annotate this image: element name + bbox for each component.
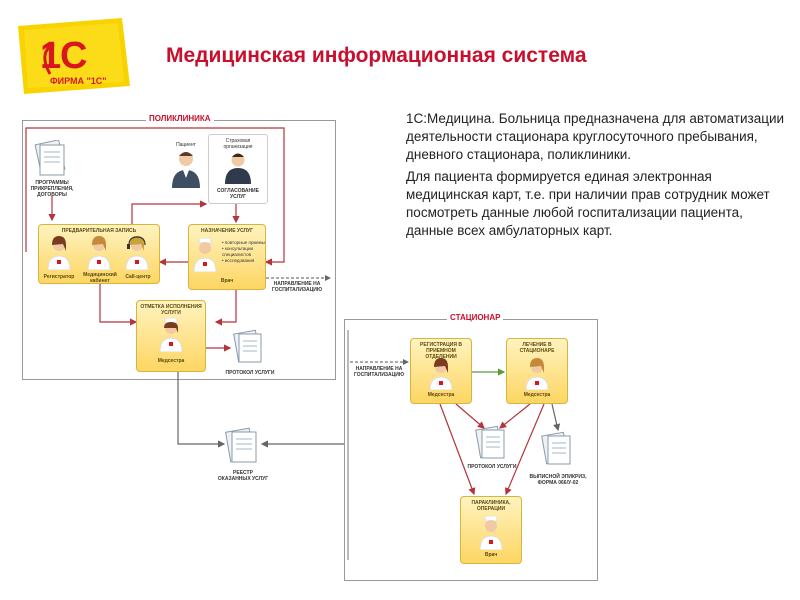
paraclinic-title: ПАРАКЛИНИКА, ОПЕРАЦИИ <box>471 500 511 512</box>
insurance-agent-icon <box>222 152 254 189</box>
assignment-title: НАЗНАЧЕНИЕ УСЛУГ <box>200 228 254 234</box>
admission-title: РЕГИСТРАЦИЯ В ПРИЕМНОМ ОТДЕЛЕНИИ <box>420 342 462 360</box>
paraclinic-doctor-icon <box>478 515 504 555</box>
completion-box: ОТМЕТКА ИСПОЛНЕНИЯ УСЛУГИ <box>136 300 206 372</box>
assignment-item: исследования <box>222 258 266 264</box>
description-paragraph-1: 1С:Медицина. Больница предназначена для … <box>406 111 785 162</box>
svg-text:ФИРМА "1С": ФИРМА "1С" <box>50 76 107 86</box>
polyclinic-protocol-label: ПРОТОКОЛ УСЛУГИ <box>225 370 275 376</box>
assignment-doctor-label: Врач <box>220 278 234 284</box>
treatment-title: ЛЕЧЕНИЕ В СТАЦИОНАРЕ <box>519 342 555 354</box>
patient-label: Пациент <box>176 142 196 148</box>
treatment-nurse-icon <box>524 358 550 395</box>
registrar-label: Регистратор <box>43 274 75 280</box>
call-center-label: Call-центр <box>125 274 151 280</box>
completion-nurse-label: Медсестра <box>157 358 185 364</box>
nurse-icon <box>158 317 184 357</box>
admission-nurse-icon <box>428 358 454 395</box>
patient-icon <box>170 150 202 193</box>
registry-document-icon <box>224 426 262 471</box>
assignment-item: повторные приемы <box>222 240 266 246</box>
registry-label: РЕЕСТР ОКАЗАННЫХ УСЛУГ <box>217 470 269 482</box>
paraclinic-doctor-label: Врач <box>484 552 498 558</box>
medical-office-icon <box>86 236 112 275</box>
treatment-nurse-label: Медсестра <box>523 392 551 398</box>
assignment-item: консультации специалистов <box>222 246 266 258</box>
completion-title: ОТМЕТКА ИСПОЛНЕНИЯ УСЛУГИ <box>140 304 202 316</box>
contracts-label: ПРОГРАММЫ ПРИКРЕПЛЕНИЯ, ДОГОВОРЫ <box>30 180 74 198</box>
assignment-list: повторные приемы консультации специалист… <box>222 240 266 264</box>
hospital-protocol-document-icon <box>474 424 510 467</box>
admission-nurse-label: Медсестра <box>427 392 455 398</box>
description-paragraph-2: Для пациента формируется единая электрон… <box>406 169 770 238</box>
hospital-protocol-label: ПРОТОКОЛ УСЛУГИ <box>467 464 517 470</box>
description: 1С:Медицина. Больница предназначена для … <box>406 110 786 244</box>
insurance-label: Страховая организация <box>223 138 253 150</box>
polyclinic-referral-label: НАПРАВЛЕНИЕ НА ГОСПИТАЛИЗАЦИЮ <box>271 281 323 293</box>
contracts-document-icon <box>32 139 70 183</box>
hospital-referral-label: НАПРАВЛЕНИЕ НА ГОСПИТАЛИЗАЦИЮ <box>353 366 405 378</box>
doctor-icon <box>192 237 218 277</box>
polyclinic-title: ПОЛИКЛИНИКА <box>146 114 214 123</box>
prebooking-title: ПРЕДВАРИТЕЛЬНАЯ ЗАПИСЬ <box>61 228 137 234</box>
discharge-label: ВЫПИСНОЙ ЭПИКРИЗ, ФОРМА 066/У-02 <box>529 474 587 486</box>
page-title: Медицинская информационная система <box>166 44 587 67</box>
registrar-icon <box>46 236 72 275</box>
company-logo: 1 С ФИРМА "1С" <box>14 16 132 96</box>
hospital-title: СТАЦИОНАР <box>447 313 504 322</box>
svg-text:С: С <box>60 35 87 77</box>
prebooking-box: ПРЕДВАРИТЕЛЬНАЯ ЗАПИСЬ <box>38 224 160 284</box>
protocol-document-icon <box>232 328 266 371</box>
call-center-icon <box>124 236 150 275</box>
medical-office-label: Медицинский кабинет <box>83 272 117 284</box>
approval-label: СОГЛАСОВАНИЕ УСЛУГ <box>217 188 259 200</box>
discharge-document-icon <box>540 430 576 475</box>
